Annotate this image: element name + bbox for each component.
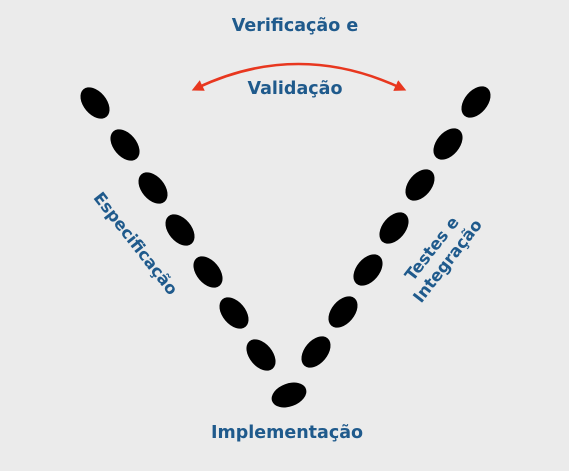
footprints-group [80,86,491,408]
footprint-right-12 [379,212,409,244]
footprint-bottom-8 [271,382,307,408]
footprint-right-9 [301,336,331,368]
footprint-left-6 [219,297,249,329]
footprint-right-11 [353,254,383,286]
implementation-label: Implementação [210,423,364,443]
verification-label: Verificação e [231,16,359,36]
footprint-left-3 [138,172,168,204]
footprint-left-4 [165,214,195,246]
footprint-left-2 [110,129,140,161]
footprint-right-15 [461,86,491,118]
footprint-right-13 [405,169,435,201]
verification-validation-arrow [191,62,407,91]
footprint-left-7 [246,339,276,371]
footprint-right-10 [328,296,358,328]
footprint-right-14 [433,128,463,160]
footprint-left-1 [80,87,110,119]
validation-label: Validação [247,79,343,99]
footprint-left-5 [193,256,223,288]
